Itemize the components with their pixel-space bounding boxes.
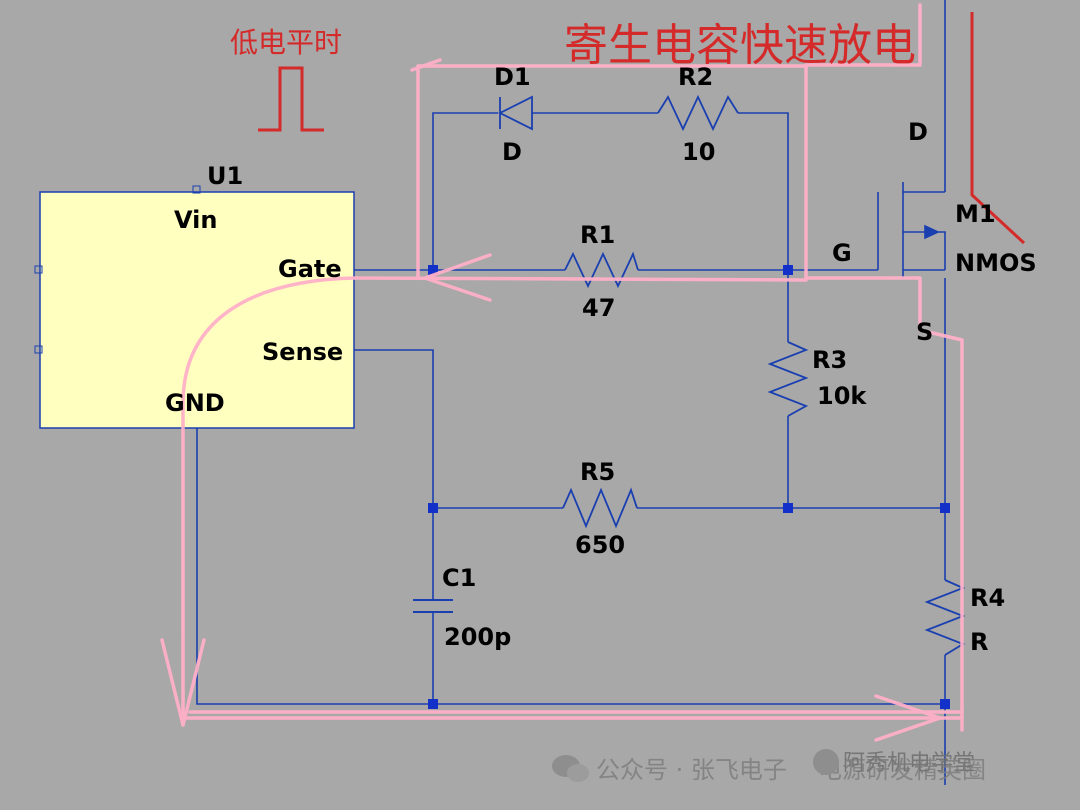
d1-value: D — [502, 138, 522, 166]
u1-pin-vin: Vin — [174, 206, 217, 234]
u1-pin-sense: Sense — [262, 338, 343, 366]
d1-ref: D1 — [494, 63, 531, 91]
resistor-r3 — [767, 341, 809, 417]
nmos-m1 — [877, 182, 946, 278]
watermark-right: 电源研发精英圈 — [818, 756, 986, 784]
annotation-low-level: 低电平时 — [230, 26, 342, 59]
r5-value: 650 — [575, 531, 625, 559]
m1-drain-label: D — [908, 118, 928, 146]
u1-block — [39, 191, 355, 429]
m1-type: NMOS — [955, 249, 1037, 277]
r1-value: 47 — [582, 294, 615, 322]
watermark-avatar-icon — [813, 749, 839, 775]
r3-ref: R3 — [812, 346, 847, 374]
u1-pin-top — [192, 185, 201, 194]
u1-pin-gnd: GND — [165, 389, 225, 417]
r2-value: 10 — [682, 138, 715, 166]
junctions — [428, 265, 950, 709]
u1-pin-gate: Gate — [278, 255, 342, 283]
discharge-current-path — [160, 3, 964, 742]
switch-indicator-line — [970, 12, 1026, 245]
u1-pin-left-2 — [34, 345, 43, 354]
m1-ref: M1 — [955, 200, 996, 228]
resistor-r4 — [924, 579, 966, 656]
r5-ref: R5 — [580, 458, 615, 486]
r4-ref: R4 — [970, 584, 1005, 612]
m1-source-label: S — [916, 318, 933, 346]
c1-value: 200p — [444, 623, 511, 651]
resistor-r2 — [657, 94, 739, 132]
r4-value: R — [970, 628, 988, 656]
capacitor-c1 — [413, 599, 453, 613]
annotation-discharge: 寄生电容快速放电 — [564, 20, 916, 71]
low-level-pulse-icon — [258, 66, 324, 132]
u1-pin-left-1 — [34, 265, 43, 274]
r3-value: 10k — [817, 382, 867, 410]
wires — [196, 0, 946, 785]
watermark: 公众号 · 张飞电子 电源研发精英圈 阿秀机电学堂 — [552, 749, 986, 784]
diode-d1 — [497, 95, 533, 131]
r1-ref: R1 — [580, 221, 615, 249]
c1-ref: C1 — [442, 564, 476, 592]
watermark-left: 公众号 · 张飞电子 — [596, 756, 787, 784]
resistor-r5 — [562, 487, 638, 529]
resistor-r1 — [564, 251, 639, 289]
m1-gate-label: G — [832, 239, 852, 267]
r2-ref: R2 — [678, 63, 713, 91]
watermark-overlay: 阿秀机电学堂 — [843, 751, 975, 776]
u1-ref: U1 — [207, 162, 243, 190]
